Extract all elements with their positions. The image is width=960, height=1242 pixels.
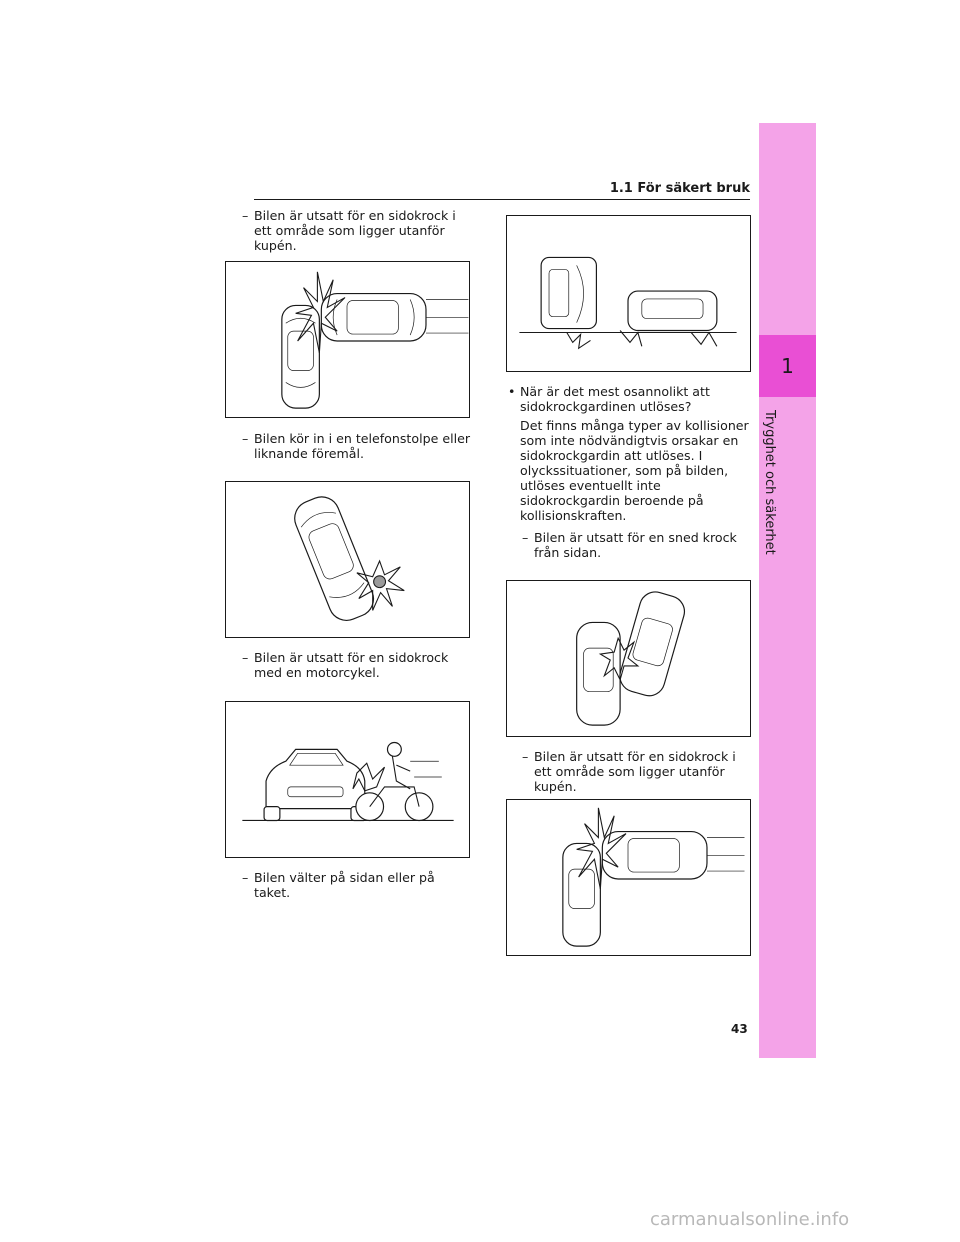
figure-rollover [506,215,751,372]
motorcycle-impact-illustration [242,741,454,822]
chapter-side-tab[interactable] [759,123,816,1058]
dash-marker: – [242,650,249,665]
figure-side-impact-outside-cabin-2 [506,799,751,956]
list-item: – Bilen är utsatt för en sidokrock i ett… [522,749,754,794]
dash-marker: – [242,208,249,223]
figure-motorcycle-impact [225,701,470,858]
list-item: – Bilen välter på sidan eller på taket. [242,870,474,900]
list-item: – Bilen är utsatt för en sned krock från… [522,530,754,560]
section-title: 1.1 För säkert bruk [609,181,750,196]
list-item: – Bilen kör in i en telefonstolpe eller … [242,431,474,461]
dash-marker: – [242,870,249,885]
side-impact-illustration-2 [562,807,745,947]
figure-side-impact-outside-cabin [225,261,470,418]
header-rule [254,199,750,200]
bullet-body: Det finns många typer av kollisioner som… [520,418,749,523]
list-item-text: Bilen är utsatt för en sidokrock i ett o… [254,208,456,253]
chapter-label-text: Trygghet och säkerhet [762,410,777,555]
chapter-label: Trygghet och säkerhet [762,410,782,560]
chapter-number: 1 [781,354,794,378]
list-item-text: Bilen är utsatt för en sned krock från s… [534,530,737,560]
list-item-text: Bilen är utsatt för en sidokrock i ett o… [534,749,736,794]
dash-marker: – [242,431,249,446]
bullet-section: • När är det mest osannolikt att sidokro… [506,384,751,523]
bullet-marker: • [508,384,516,399]
list-item-text: Bilen välter på sidan eller på taket. [254,870,435,900]
chapter-number-box [759,335,816,397]
bullet-title: När är det mest osannolikt att sidokrock… [520,384,710,414]
dash-marker: – [522,749,529,764]
figure-oblique-side-impact [506,580,751,737]
list-item-text: Bilen kör in i en telefonstolpe eller li… [254,431,470,461]
footer-watermark[interactable]: carmanualsonline.info [650,1209,850,1230]
rollover-illustration [519,256,737,350]
side-impact-illustration [281,271,469,409]
list-item: – Bilen är utsatt för en sidokrock i ett… [242,208,474,253]
pole-impact-illustration [294,496,405,621]
dash-marker: – [522,530,529,545]
page-number: 43 [731,1022,748,1036]
list-item: – Bilen är utsatt för en sidokrock med e… [242,650,474,680]
oblique-impact-illustration [576,591,686,726]
figure-pole-impact [225,481,470,638]
list-item-text: Bilen är utsatt för en sidokrock med en … [254,650,449,680]
